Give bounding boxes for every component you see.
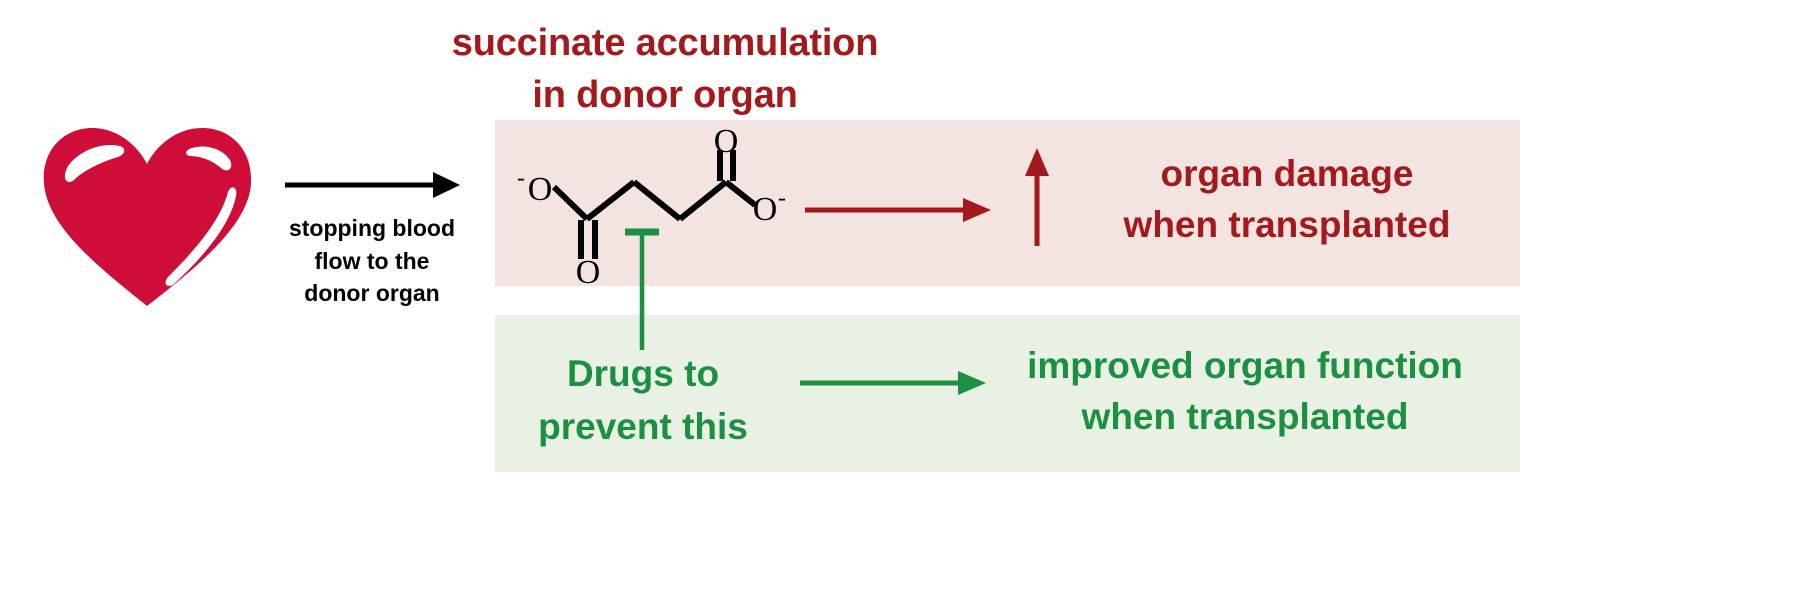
damage-pathway-band xyxy=(495,120,1520,286)
damage-arrow-icon xyxy=(805,195,991,225)
svg-text:O: O xyxy=(528,171,553,208)
drugs-line-2: prevent this xyxy=(538,405,748,447)
caption-line-1: stopping blood xyxy=(288,215,456,241)
damage-outcome-line-2: when transplanted xyxy=(1123,204,1451,246)
svg-text:O: O xyxy=(753,191,778,228)
svg-text:-: - xyxy=(778,186,786,212)
drugs-label: Drugs to prevent this xyxy=(528,348,758,453)
process-arrow-caption: stopping blood flow to the donor organ xyxy=(258,212,486,310)
rescue-pathway-band xyxy=(495,315,1520,472)
svg-text:-: - xyxy=(517,166,525,192)
damage-outcome-text: organ damage when transplanted xyxy=(1072,148,1502,250)
caption-line-3: donor organ xyxy=(304,280,440,307)
rescue-outcome-line-1: improved organ function xyxy=(1027,345,1463,386)
svg-text:O: O xyxy=(576,254,601,291)
damage-outcome-line-1: organ damage xyxy=(1160,153,1414,194)
svg-text:O: O xyxy=(714,123,739,160)
rescue-outcome-line-2: when transplanted xyxy=(1081,396,1409,438)
process-arrow-icon xyxy=(285,168,460,202)
heart-icon xyxy=(40,118,255,308)
title-line-1: succinate accumulation xyxy=(451,22,879,64)
increase-arrow-icon xyxy=(1020,148,1054,246)
diagram-title: succinate accumulation in donor organ xyxy=(405,18,925,121)
title-line-2: in donor organ xyxy=(532,73,798,116)
caption-line-2: flow to the xyxy=(314,247,430,274)
succinate-structure: O - O O O - xyxy=(512,123,786,291)
inhibition-tbar-icon xyxy=(620,228,664,350)
drugs-line-1: Drugs to xyxy=(566,353,720,394)
rescue-outcome-text: improved organ function when transplante… xyxy=(995,340,1495,442)
rescue-arrow-icon xyxy=(800,368,986,398)
